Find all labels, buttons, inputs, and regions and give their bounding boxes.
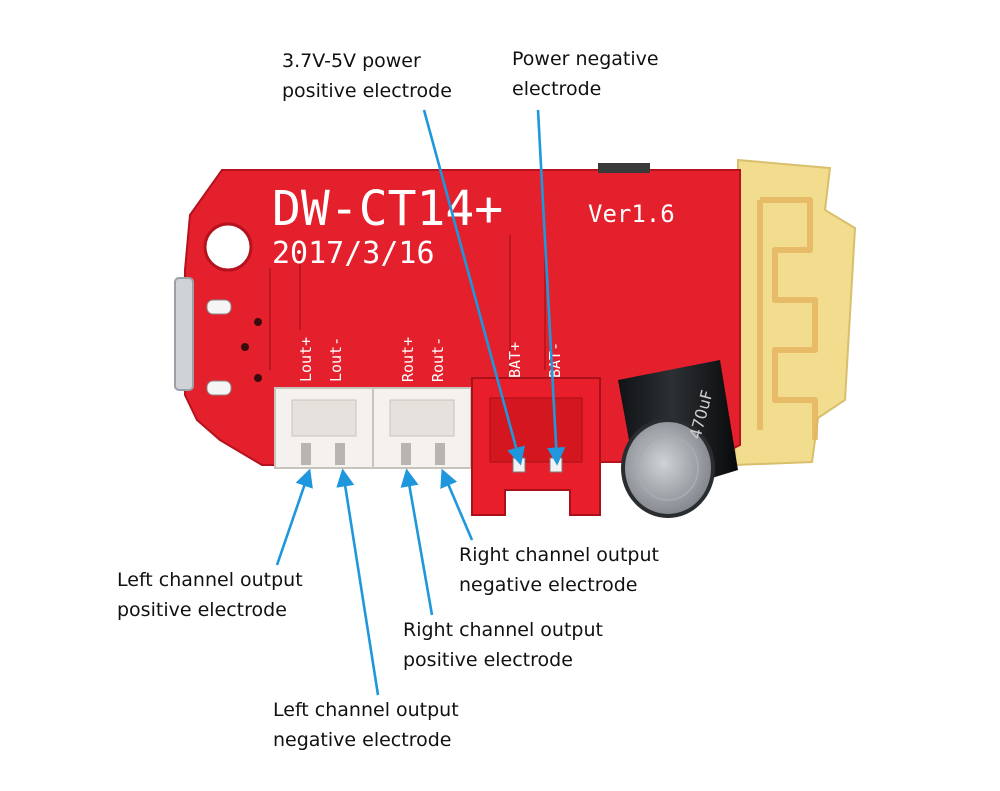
chip xyxy=(598,163,650,173)
right-channel-connector xyxy=(372,387,472,469)
solder-pad xyxy=(206,299,232,315)
pin-label-rout-minus: Rout- xyxy=(429,337,447,382)
callout-line: electrode xyxy=(512,78,602,100)
callout-left-positive: Left channel output positive electrode xyxy=(117,565,303,625)
pin-label-rout-plus: Rout+ xyxy=(399,337,417,382)
pin-label-bat-plus: BAT+ xyxy=(506,342,524,378)
callout-line: positive electrode xyxy=(117,599,287,621)
callout-line: 3.7V-5V power xyxy=(282,50,421,72)
arrow-left-negative xyxy=(336,468,380,696)
callout-right-negative: Right channel output negative electrode xyxy=(459,540,659,600)
callout-line: Left channel output xyxy=(117,569,303,591)
board-model: DW-CT14+ xyxy=(272,181,503,237)
callout-left-negative: Left channel output negative electrode xyxy=(273,695,459,755)
callout-power-negative: Power negative electrode xyxy=(512,44,659,104)
arrow-power-negative xyxy=(536,109,566,466)
callout-line: negative electrode xyxy=(273,729,452,751)
callout-right-positive: Right channel output positive electrode xyxy=(403,615,603,675)
board-date: 2017/3/16 xyxy=(272,236,435,271)
arrow-left-positive xyxy=(275,468,313,566)
callout-line: positive electrode xyxy=(282,80,452,102)
capacitor: 470uF xyxy=(618,360,738,518)
usb-port xyxy=(174,277,194,391)
antenna-board xyxy=(733,158,857,467)
callout-line: Left channel output xyxy=(273,699,459,721)
board-version: Ver1.6 xyxy=(588,200,675,228)
arrow-power-positive xyxy=(422,109,525,466)
battery-connector xyxy=(471,377,601,516)
solder-pad xyxy=(206,380,232,396)
callout-line: Right channel output xyxy=(403,619,603,641)
pin-label-lout-minus: Lout- xyxy=(327,337,345,382)
arrow-right-negative xyxy=(440,468,474,541)
arrow-right-positive xyxy=(400,468,434,616)
pin-label-bat-minus: BAT- xyxy=(546,342,564,378)
callout-line: positive electrode xyxy=(403,649,573,671)
pin-label-lout-plus: Lout+ xyxy=(297,337,315,382)
mounting-hole xyxy=(203,222,253,272)
callout-line: Right channel output xyxy=(459,544,659,566)
callout-line: Power negative xyxy=(512,48,659,70)
callout-line: negative electrode xyxy=(459,574,638,596)
callout-power-positive: 3.7V-5V power positive electrode xyxy=(282,46,452,106)
left-channel-connector xyxy=(274,387,374,469)
